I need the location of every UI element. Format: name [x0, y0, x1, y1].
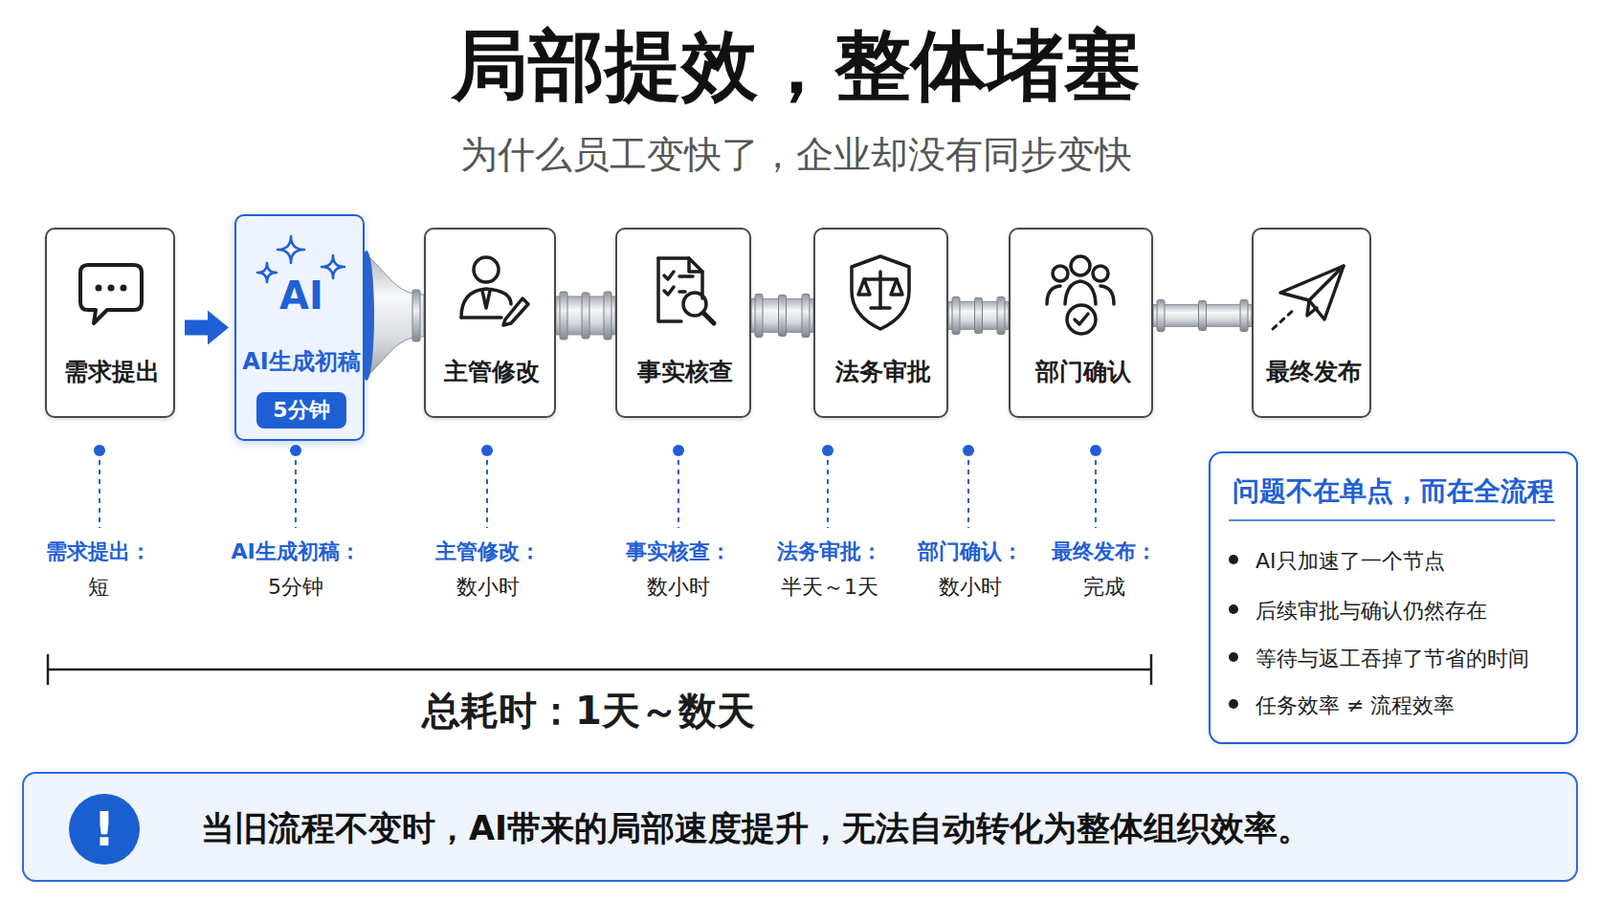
node-label: 主管修改 — [444, 356, 540, 387]
step-duration: 数小时 — [646, 574, 711, 601]
node-label: 需求提出 — [64, 356, 160, 387]
timeline-leaders — [99, 450, 1096, 529]
process-box: 需求提出 — [44, 227, 176, 419]
timeline-dots — [93, 444, 1102, 457]
step-name: 最终发布： — [1051, 538, 1157, 566]
bullet-text: 等待与返工吞掉了节省的时间 — [1255, 645, 1530, 673]
pipe-connector — [1153, 299, 1252, 332]
time-badge: 5分钟 — [256, 392, 347, 429]
step-name: AI生成初稿： — [230, 538, 360, 566]
bullet-text: 任务效率 ≠ 流程效率 — [1255, 692, 1455, 720]
total-duration: 总耗时：1天～数天 — [422, 687, 756, 735]
node-label: 5分钟 — [272, 397, 330, 424]
step-name: 事实核查： — [625, 538, 732, 566]
conclusion-banner: 当旧流程不变时，AI带来的局部速度提升，无法自动转化为整体组织效率。! — [22, 772, 1578, 883]
process-box: 法务审批 — [813, 227, 949, 419]
pipe-connector — [948, 296, 1009, 334]
step-name: 法务审批： — [777, 538, 883, 566]
node-label: 事实核查 — [637, 356, 734, 387]
step-duration: 数小时 — [938, 574, 1002, 601]
callout-heading: 问题不在单点，而在全流程 — [1232, 474, 1555, 509]
step-name: 需求提出： — [45, 538, 152, 566]
pipe-connector — [358, 250, 424, 381]
process-box: 事实核查 — [615, 227, 752, 419]
diagram-title: 局部提效，整体堵塞 — [451, 18, 1141, 114]
alert-circle: ! — [68, 794, 140, 866]
process-box: 最终发布 — [1251, 227, 1372, 419]
alert-mark: ! — [93, 800, 116, 861]
step-name: 主管修改： — [435, 538, 541, 566]
process-box: 部门确认 — [1008, 227, 1154, 419]
step-duration: 完成 — [1083, 574, 1126, 601]
ai-mark: AI — [279, 271, 324, 320]
step-duration: 数小时 — [456, 574, 520, 601]
duration-bar — [47, 654, 1152, 686]
flow-arrow — [184, 311, 229, 346]
callout-box: 问题不在单点，而在全流程 AI只加速了一个节点后续审批与确认仍然存在等待与返工吞掉… — [1208, 451, 1578, 745]
node-label: 最终发布 — [1266, 356, 1362, 387]
step-duration: 5分钟 — [267, 574, 324, 601]
process-box: 主管修改 — [423, 227, 556, 419]
node-label: 部门确认 — [1035, 356, 1132, 387]
bullet-text: 后续审批与确认仍然存在 — [1255, 598, 1488, 625]
bullet-text: AI只加速了一个节点 — [1255, 548, 1445, 576]
step-name: 部门确认： — [917, 538, 1023, 566]
node-label: 当旧流程不变时，AI带来的局部速度提升，无法自动转化为整体组织效率。 — [200, 808, 1312, 851]
pipe-connector — [555, 291, 616, 340]
pipe-connector — [751, 293, 814, 337]
node-label: 法务审批 — [835, 356, 932, 387]
subtitle: 为什么员工变快了，企业却没有同步变快 — [460, 132, 1133, 179]
step-duration: 短 — [88, 574, 110, 601]
ai-process-box: AI AI生成初稿 5分钟 — [234, 214, 365, 442]
node-label: AI生成初稿 — [242, 347, 361, 377]
step-duration: 半天～1天 — [780, 574, 879, 601]
